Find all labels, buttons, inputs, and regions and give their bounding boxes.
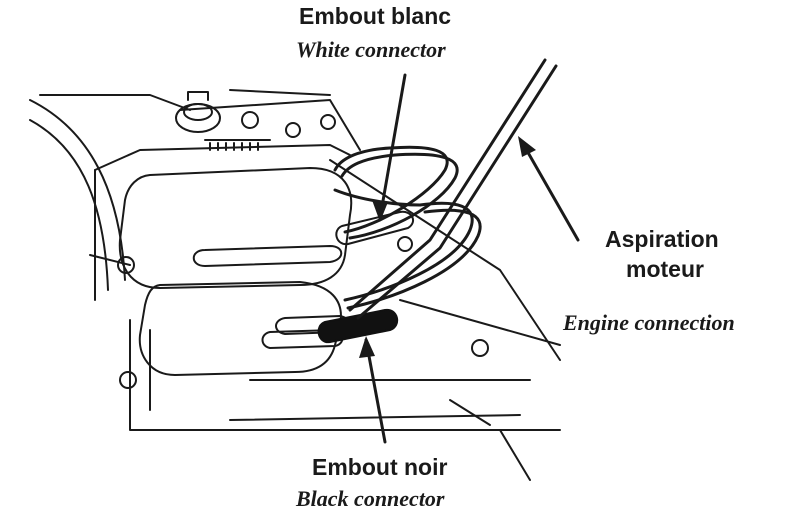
engine-connection-label-fr-line2: moteur bbox=[626, 256, 704, 282]
carburetor-assembly bbox=[117, 91, 489, 389]
white-connector-label-en: White connector bbox=[296, 37, 446, 62]
arrowhead-engine-connection bbox=[518, 136, 536, 157]
air-filter-upper bbox=[118, 167, 353, 289]
arrowhead-white-connector bbox=[372, 200, 388, 222]
engine-connection-hose bbox=[348, 58, 558, 320]
white-connector-label-fr: Embout blanc bbox=[299, 3, 452, 29]
engine-connection-label-fr-line1: Aspiration bbox=[605, 226, 719, 252]
black-connector-label-fr: Embout noir bbox=[312, 454, 448, 480]
black-connector-label-en: Black connector bbox=[296, 486, 445, 511]
white-connector-sleeve bbox=[335, 210, 415, 246]
arrowhead-black-connector bbox=[359, 336, 375, 358]
engine-housing bbox=[29, 89, 561, 481]
black-connector-sleeve bbox=[317, 308, 399, 344]
leader-lines bbox=[364, 73, 580, 444]
engine-connection-label-en: Engine connection bbox=[563, 310, 735, 335]
air-filter-lower bbox=[138, 281, 350, 376]
